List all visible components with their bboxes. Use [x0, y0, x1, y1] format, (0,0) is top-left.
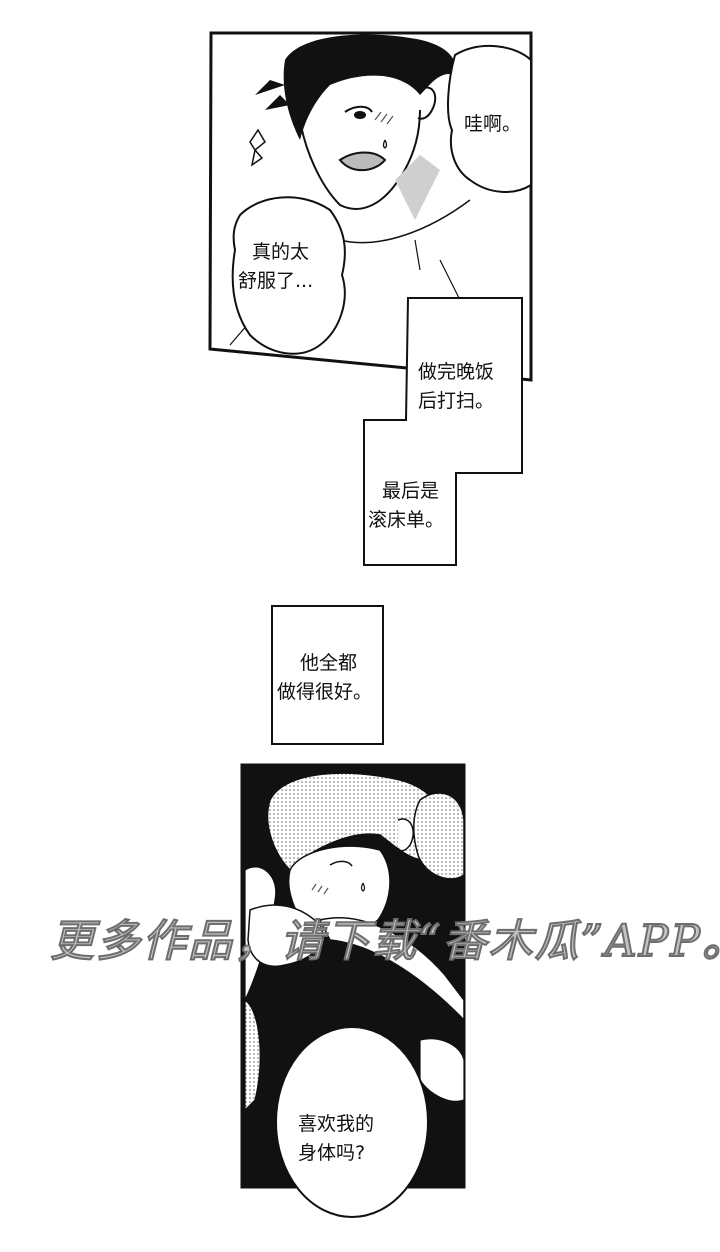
speech-bubble-comfortable-line-1: 真的太: [252, 241, 310, 263]
watermark-text: 更多作品，请下载“番木瓜”APP。: [49, 915, 720, 968]
caption-after-dinner-line-1: 做完晚饭: [418, 361, 495, 383]
caption-did-well-line-2: 做得很好。: [277, 681, 373, 703]
caption-finally-line-2: 滚床单。: [368, 509, 445, 531]
speech-bubble-wa: 哇啊。: [464, 113, 522, 135]
speech-bubble-comfortable-line-2: 舒服了...: [238, 270, 314, 292]
speech-bubble-like-body-line-1: 喜欢我的: [298, 1113, 375, 1135]
panel-1-artwork: [208, 31, 533, 382]
speech-bubble-like-body-line-2: 身体吗?: [298, 1142, 366, 1164]
caption-stack: 做完晚饭 后打扫。 最后是 滚床单。: [0, 290, 720, 580]
panel-2: 喜欢我的 身体吗?: [0, 760, 720, 1252]
caption-did-well-line-1: 他全都: [300, 652, 358, 674]
caption-after-dinner-line-2: 后打扫。: [418, 390, 495, 412]
panel-2-artwork: [240, 763, 466, 1218]
caption-finally-line-1: 最后是: [382, 480, 440, 502]
caption-did-well: 他全都 做得很好。: [271, 605, 384, 745]
caption-stack-frame: [363, 297, 523, 566]
panel-1: 哇啊。 真的太 舒服了...: [0, 0, 720, 400]
